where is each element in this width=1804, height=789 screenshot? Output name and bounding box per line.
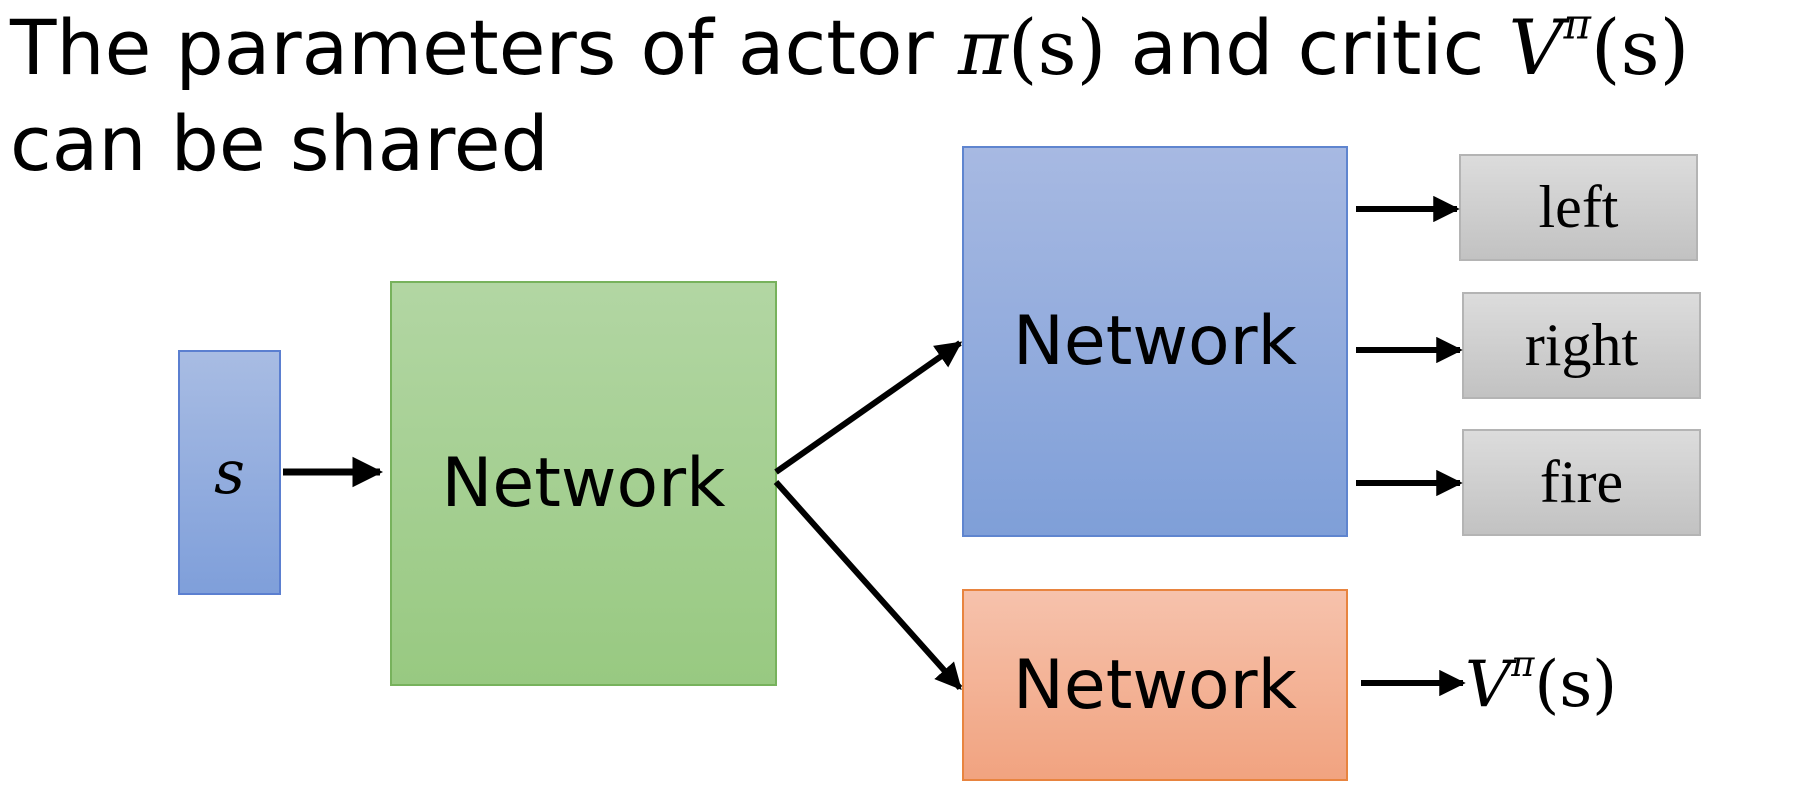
page-title: The parameters of actor π(s) and critic … [10, 0, 1800, 192]
shared-network-box: Network [390, 281, 777, 686]
action-left-label: left [1538, 174, 1619, 240]
arrow-shared-to-actor [774, 340, 963, 475]
title-middle: and critic [1106, 3, 1509, 92]
title-line-2: can be shared [10, 99, 549, 188]
action-fire-box: fire [1462, 429, 1701, 536]
title-line-1: The parameters of actor π(s) and critic … [10, 0, 1800, 96]
critic-output-value: Vπ(s) [1465, 644, 1618, 722]
critic-symbol: Vπ(s) [1508, 0, 1690, 92]
state-input-label: s [214, 437, 245, 508]
state-input-box: s [178, 350, 281, 595]
actor-network-box: Network [962, 146, 1348, 537]
arrow-shared-to-critic [773, 480, 963, 690]
action-right-box: right [1462, 292, 1701, 399]
critic-network-label: Network [1013, 645, 1297, 725]
critic-network-box: Network [962, 589, 1348, 781]
action-right-label: right [1524, 312, 1639, 378]
actor-symbol: π(s) [957, 3, 1107, 92]
action-left-box: left [1459, 154, 1698, 261]
actor-network-label: Network [1013, 302, 1297, 381]
title-prefix: The parameters of actor [10, 3, 958, 92]
shared-network-label: Network [441, 444, 726, 523]
action-fire-label: fire [1539, 449, 1624, 515]
